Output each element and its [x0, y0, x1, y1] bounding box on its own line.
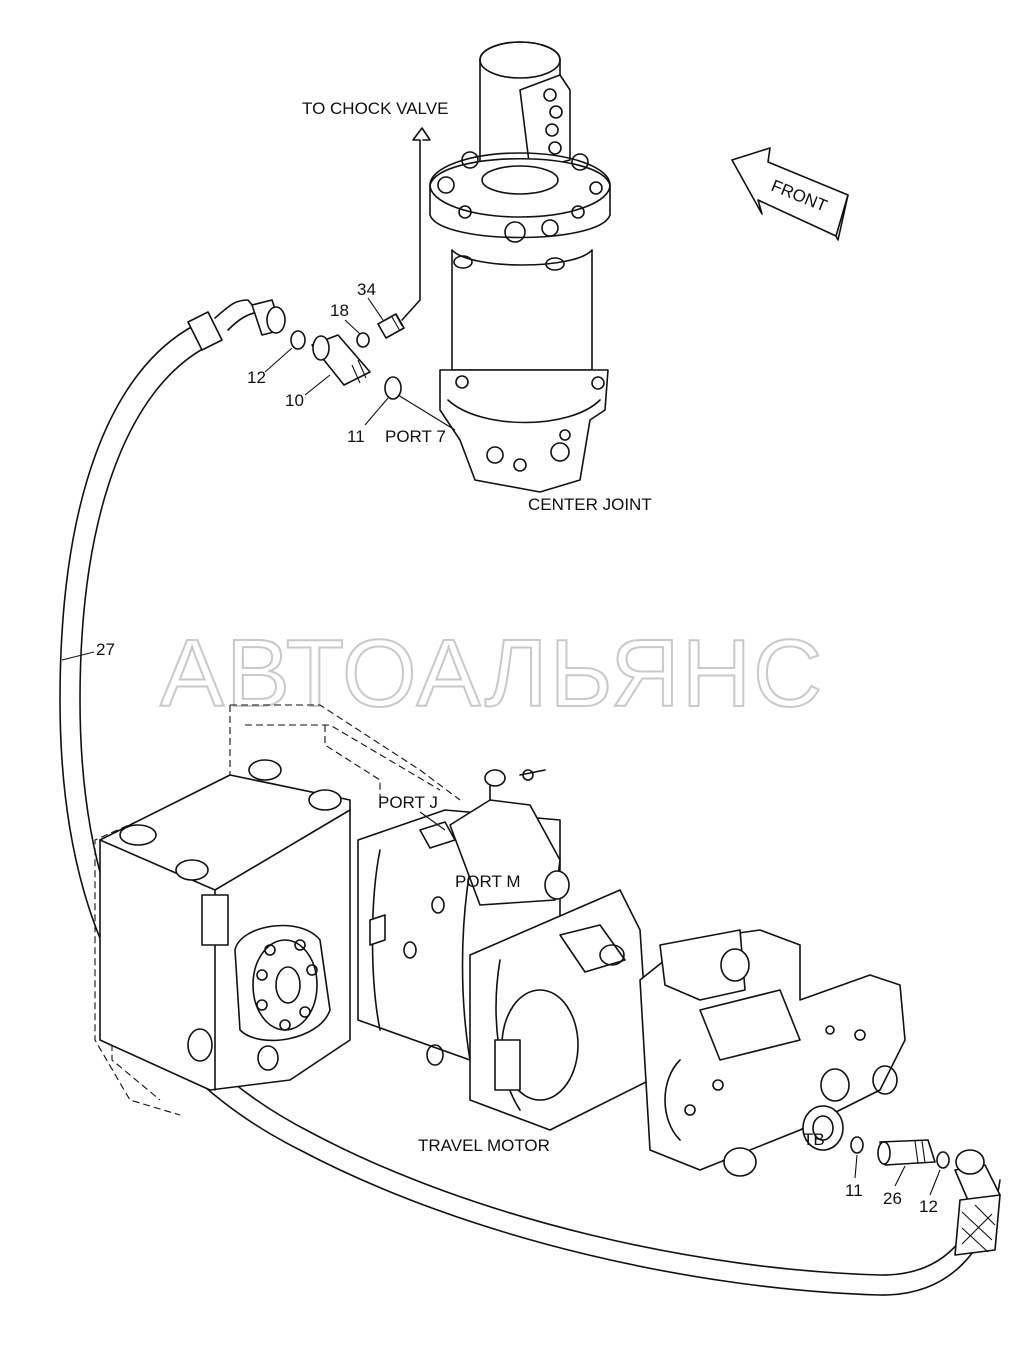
label-travel-motor: TRAVEL MOTOR [418, 1136, 550, 1155]
label-to-chock-valve: TO CHOCK VALVE [302, 99, 448, 118]
callout-12-top: 12 [247, 368, 266, 387]
oring-12-bottom [936, 1151, 950, 1169]
callout-10: 10 [285, 391, 304, 410]
oring-11-bottom [850, 1136, 864, 1154]
callout-18: 18 [330, 301, 349, 320]
hose-27 [59, 299, 1001, 1296]
label-port-tb: TB [803, 1130, 825, 1149]
callout-34: 34 [357, 280, 376, 299]
oring-18 [356, 332, 370, 348]
chock-valve-leader [401, 127, 431, 321]
callout-26: 26 [883, 1189, 902, 1208]
watermark-text: АВТОАЛЬЯНС [160, 620, 824, 727]
fitting-34 [377, 313, 405, 339]
callout-11-top: 11 [347, 427, 365, 446]
front-arrow: FRONT [731, 147, 849, 241]
center-joint [429, 41, 611, 493]
oring-12-top [290, 330, 306, 350]
oring-11-top [384, 376, 402, 400]
port-7-leader [397, 394, 456, 431]
callout-11-bottom: 11 [845, 1181, 863, 1200]
label-port-m: PORT M [455, 872, 521, 891]
callout-12-bottom: 12 [919, 1197, 938, 1216]
travel-motor [94, 704, 906, 1177]
label-port-7: PORT 7 [385, 427, 446, 446]
label-port-j: PORT J [378, 793, 438, 812]
adapter-26 [877, 1139, 936, 1166]
adapter-10 [311, 334, 371, 386]
callout-27: 27 [96, 640, 115, 659]
label-center-joint: CENTER JOINT [528, 495, 652, 514]
